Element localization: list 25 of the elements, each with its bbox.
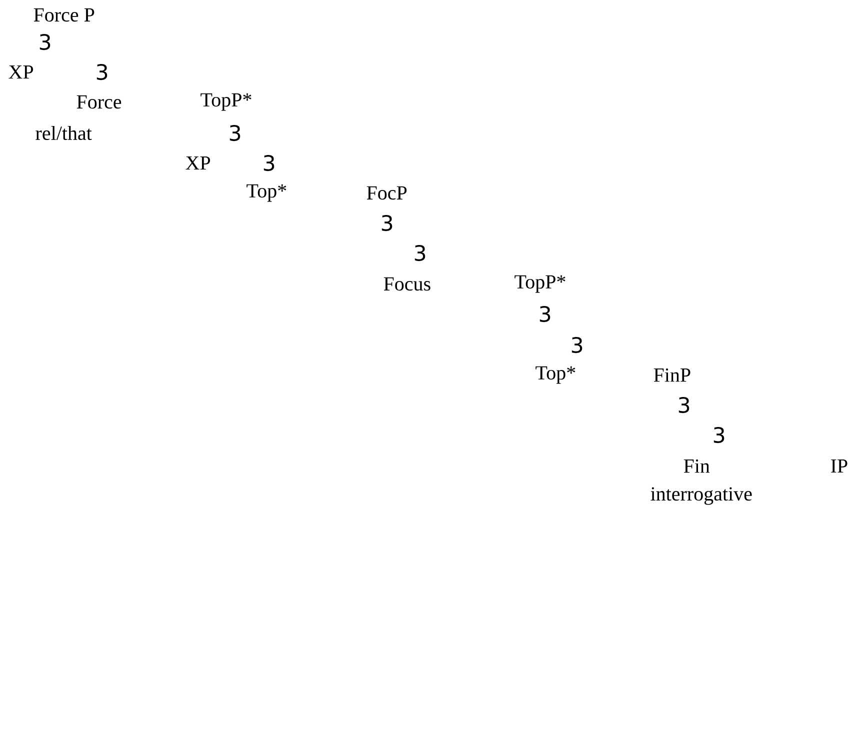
tree-label: XP	[186, 156, 210, 170]
tree-label: FocP	[366, 186, 407, 200]
tree-label: FinP	[654, 368, 690, 382]
branch-glyph: 3	[96, 64, 108, 80]
tree-label: TopP*	[200, 93, 252, 111]
branch-glyph: 3	[678, 396, 690, 414]
tree-label: Fin	[684, 459, 710, 473]
tree-label: Top*	[246, 184, 286, 202]
tree-label: Top*	[536, 366, 576, 384]
branch-glyph: 3	[382, 214, 392, 232]
tree-label: XP	[8, 65, 34, 79]
tree-label: interrogative	[650, 487, 752, 505]
tree-label: TopP*	[514, 275, 566, 293]
branch-glyph: 3	[40, 34, 50, 50]
branch-glyph: 3	[714, 426, 724, 444]
branch-glyph: 3	[414, 244, 426, 262]
branch-glyph: 3	[540, 306, 550, 322]
branch-glyph: 3	[230, 124, 240, 142]
tree-label: IP	[831, 459, 848, 473]
tree-label: Focus	[384, 277, 430, 291]
tree-label: Force	[76, 95, 122, 109]
branch-glyph: 3	[264, 154, 274, 172]
branch-glyph: 3	[572, 336, 582, 354]
tree-label: Force P	[34, 8, 94, 22]
tree-label: rel/that	[36, 126, 92, 140]
